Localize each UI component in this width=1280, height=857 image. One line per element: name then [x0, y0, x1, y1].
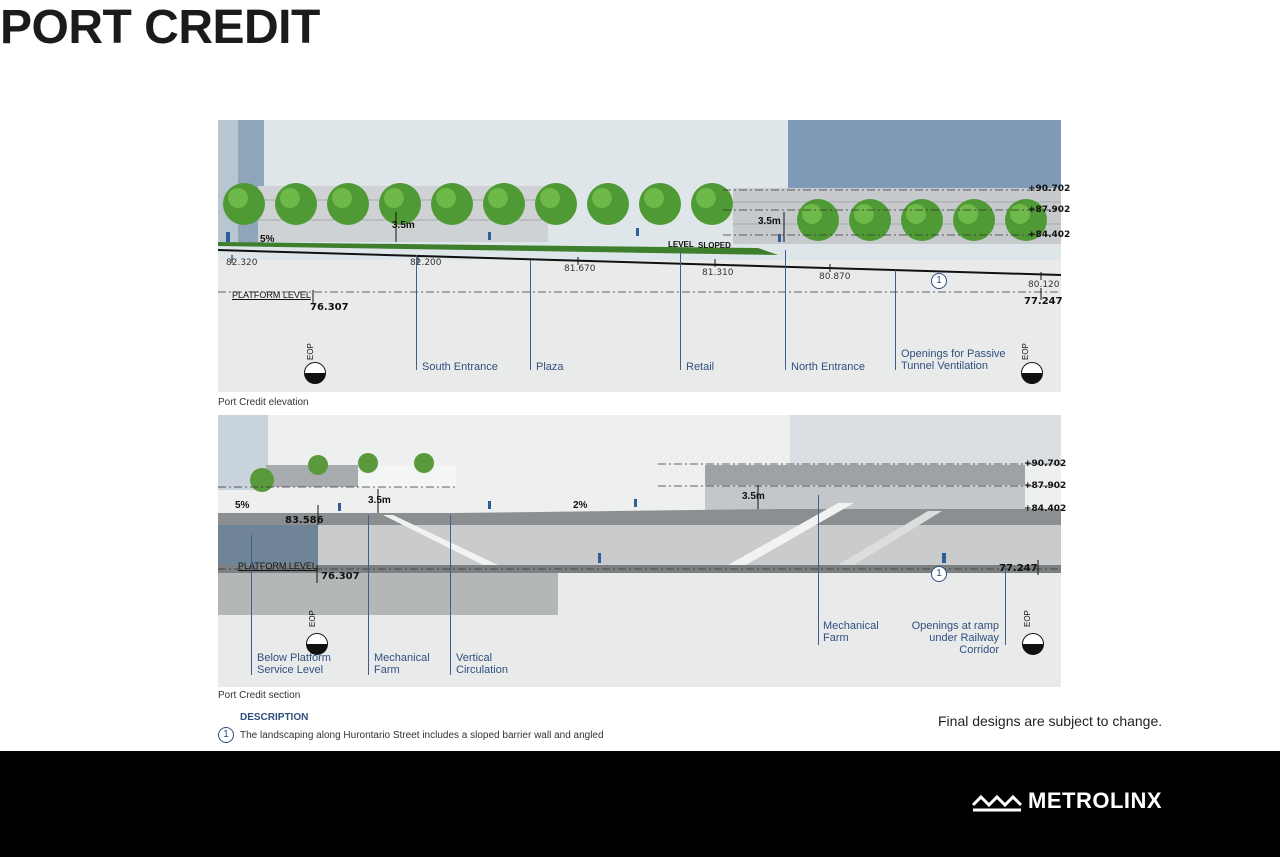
callout-retail: Retail — [686, 361, 715, 373]
eop-label: EOP — [306, 343, 315, 360]
slope-label: 5% — [260, 234, 275, 245]
section-caption: Port Credit section — [218, 690, 301, 701]
metrolinx-wave-icon — [971, 795, 1023, 812]
callout-leader — [680, 250, 681, 370]
ground-elevation: 80.870 — [819, 272, 851, 282]
logo-text: METROLINX — [1028, 788, 1163, 813]
eop-label: EOP — [1023, 610, 1032, 627]
disclaimer: Final designs are subject to change. — [938, 713, 1163, 729]
platform-elevation-left: 76.307 — [321, 571, 360, 582]
callout-mechanical-farm: Mechanical Farm — [374, 652, 430, 676]
height-dimension: 3.5m — [368, 495, 391, 506]
level-marker: +90.702 — [1024, 459, 1067, 469]
elevation-graphic — [217, 120, 1062, 304]
callout-leader — [251, 535, 252, 675]
platform-level-label: PLATFORM LEVEL — [232, 290, 311, 300]
level-label: LEVEL — [668, 240, 694, 249]
callout-south-entrance: South Entrance — [422, 361, 498, 373]
callout-mechanical-farm: Mechanical Farm — [823, 620, 879, 644]
callout-leader — [450, 515, 451, 675]
level-marker: +84.402 — [1028, 230, 1071, 240]
platform-elevation-left: 76.307 — [310, 302, 349, 313]
callout-ramp-openings: Openings at ramp under Railway Corridor — [911, 620, 999, 656]
ground-elevation: 80.120 — [1028, 280, 1060, 290]
section-drawing: +90.702 +87.902 +84.402 3.5m 3.5m 5% 2% … — [218, 415, 1066, 687]
elevation-drawing: 82.320 82.200 81.670 81.310 80.870 80.12… — [217, 120, 1070, 392]
section-graphic — [218, 415, 1061, 615]
callout-leader — [368, 515, 369, 675]
callout-below-platform: Below Platform Service Level — [257, 652, 331, 676]
height-dimension: 3.5m — [392, 220, 415, 231]
callout-north-entrance: North Entrance — [791, 361, 865, 373]
level-marker: +84.402 — [1024, 504, 1067, 514]
ground-elevation: 81.310 — [702, 268, 734, 278]
callout-leader — [530, 260, 531, 370]
slope-label: 5% — [235, 500, 250, 511]
platform-elevation-right: 77.247 — [999, 563, 1038, 574]
ground-elevation: 81.670 — [564, 264, 596, 274]
sloped-label: SLOPED — [698, 241, 731, 250]
elevation-caption: Port Credit elevation — [218, 397, 309, 408]
description-heading: DESCRIPTION — [240, 712, 309, 723]
eop-label: EOP — [308, 610, 317, 627]
platform-level-label: PLATFORM LEVEL — [238, 561, 317, 571]
ground-elevation: 82.200 — [410, 258, 442, 268]
callout-plaza: Plaza — [536, 361, 564, 373]
footer-bar — [0, 751, 1280, 857]
eop-marker-icon — [304, 362, 326, 384]
callout-number-marker: 1 — [931, 566, 947, 582]
platform-elevation-right: 77.247 — [1024, 296, 1063, 307]
callout-leader — [895, 270, 896, 370]
height-dimension: 3.5m — [742, 491, 765, 502]
eop-label: EOP — [1021, 343, 1030, 360]
callout-leader — [818, 495, 819, 645]
callout-vertical-circulation: Vertical Circulation — [456, 652, 508, 676]
level-marker: +87.902 — [1028, 205, 1071, 215]
entrance-elevation: 83.586 — [285, 515, 324, 526]
eop-marker-icon — [306, 633, 328, 655]
slope-label: 2% — [573, 500, 588, 511]
eop-marker-icon — [1022, 633, 1044, 655]
callout-leader — [416, 255, 417, 370]
callout-leader — [785, 250, 786, 370]
description-number-marker: 1 — [218, 727, 234, 743]
page-title: PORT CREDIT — [0, 1, 320, 54]
metrolinx-logo: METROLINX — [971, 788, 1163, 814]
callout-leader — [1005, 565, 1006, 645]
level-marker: +87.902 — [1024, 481, 1067, 491]
level-marker: +90.702 — [1028, 184, 1071, 194]
height-dimension: 3.5m — [758, 216, 781, 227]
eop-marker-icon — [1021, 362, 1043, 384]
description-text: The landscaping along Hurontario Street … — [240, 730, 604, 741]
ground-elevation: 82.320 — [226, 258, 258, 268]
callout-passive-ventilation: Openings for Passive Tunnel Ventilation — [901, 348, 1006, 372]
callout-number-marker: 1 — [931, 273, 947, 289]
